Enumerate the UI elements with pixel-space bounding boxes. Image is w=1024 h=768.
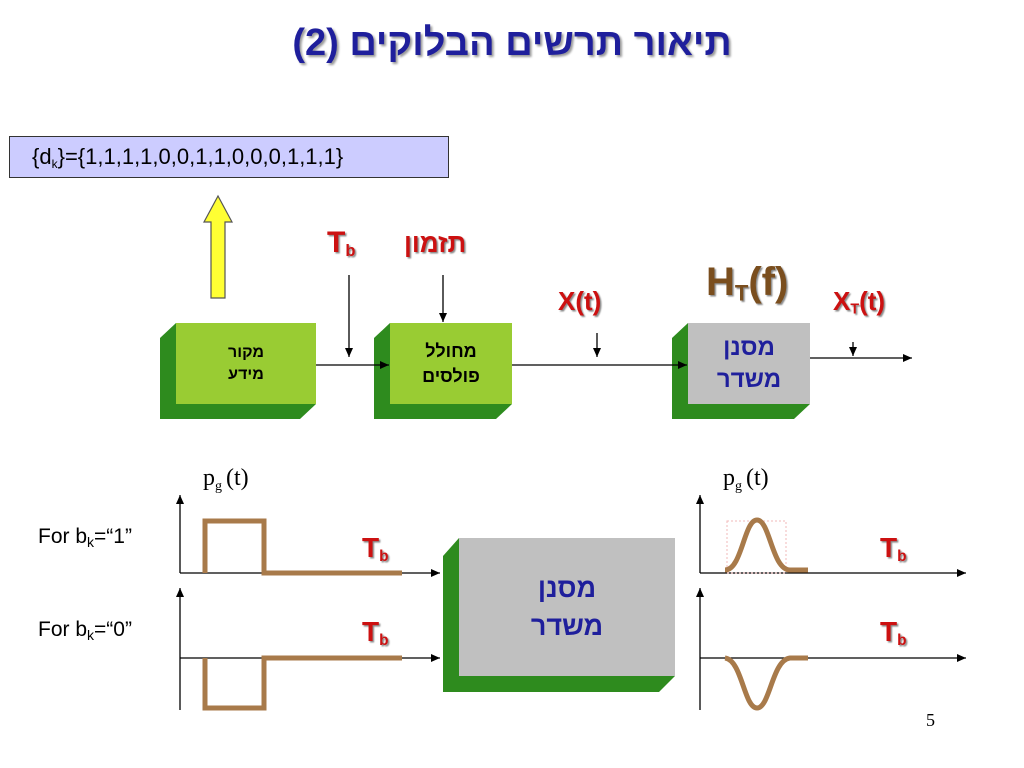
- xtt-rest: (t): [859, 286, 886, 316]
- sequence-box: {dk}={1,1,1,1,0,0,1,1,0,0,0,1,1,1}: [9, 136, 449, 178]
- pulse-gen-line2: פולסים: [422, 365, 480, 386]
- tx-filter-line2: משדר: [716, 365, 782, 393]
- ht-main: H: [706, 260, 735, 304]
- pulse-generator-block: מחולל פולסים: [390, 323, 512, 404]
- sequence-values: }={1,1,1,1,0,0,1,1,0,0,0,1,1,1}: [57, 144, 344, 169]
- xtt-sub: T: [850, 301, 860, 318]
- pg-left-rest: (t): [226, 465, 249, 491]
- pulse-generator-block-shape: [374, 323, 512, 419]
- for0-sub: k: [87, 627, 95, 643]
- tb-lu-sub: b: [379, 547, 389, 565]
- tb-lu-main: T: [362, 532, 380, 563]
- tb-ll-main: T: [362, 616, 380, 647]
- page-title: תיאור תרשים הבלוקים (2): [292, 22, 732, 64]
- rect-pulse-zero: [202, 655, 402, 711]
- tb-label-right-lower: Tb: [880, 616, 907, 650]
- pg-right-sub: g: [735, 479, 742, 494]
- source-block: מקור מידע: [176, 323, 316, 404]
- sequence-subscript: k: [51, 157, 58, 171]
- rect-pulse-one: [202, 518, 402, 576]
- right-lower-axes: [696, 588, 966, 710]
- timing-label: תזמון: [404, 228, 467, 258]
- tb-label-left-lower: Tb: [362, 616, 389, 650]
- tx-filter-block: מסנן משדר: [688, 323, 810, 404]
- lower-tx-filter-block-shape: [443, 538, 675, 692]
- ht-label: HT(f): [706, 260, 788, 307]
- for1-rest: =“1”: [94, 525, 132, 548]
- pg-left-sub: g: [215, 479, 222, 494]
- pg-label-left: pg (t): [203, 465, 249, 495]
- tb-label-left-upper: Tb: [362, 532, 389, 566]
- lower-tx-filter-line1: מסנן: [537, 573, 597, 603]
- source-line1: מקור: [228, 343, 264, 361]
- right-upper-axes: [696, 495, 966, 577]
- tb-ru-sub: b: [897, 547, 907, 565]
- ht-rest: (f): [748, 260, 789, 304]
- for1-sub: k: [87, 534, 95, 550]
- tb-ll-sub: b: [379, 631, 389, 649]
- source-line2: מידע: [228, 365, 264, 383]
- pg-right-rest: (t): [746, 465, 769, 491]
- for-bk-zero-label: For bk=“0”: [38, 618, 132, 643]
- lower-tx-filter-block: מסנן משדר: [459, 538, 675, 676]
- ht-sub: T: [734, 280, 749, 306]
- lower-tx-filter-line2: משדר: [530, 611, 604, 641]
- source-block-shape: [160, 323, 316, 419]
- tb-top-sub: b: [345, 242, 356, 261]
- tb-label-top: Tb: [327, 226, 355, 261]
- page-number: 5: [926, 710, 935, 730]
- pulse-gen-line1: מחולל: [425, 340, 477, 361]
- for1-prefix: For b: [38, 525, 88, 548]
- tx-filter-line1: מסנן: [723, 333, 775, 361]
- tb-label-right-upper: Tb: [880, 532, 907, 566]
- left-lower-axes: [176, 588, 440, 710]
- for-bk-one-label: For bk=“1”: [38, 525, 132, 550]
- xt-label: X(t): [558, 286, 602, 316]
- shaped-pulse-zero: [724, 655, 808, 711]
- tx-filter-block-shape: [672, 323, 810, 419]
- xtt-label: XT(t): [833, 286, 885, 318]
- tb-rl-main: T: [880, 616, 898, 647]
- for0-prefix: For b: [38, 618, 88, 641]
- yellow-up-arrow: [202, 194, 234, 299]
- tb-top-main: T: [327, 226, 346, 259]
- sequence-prefix: {d: [32, 144, 52, 169]
- pg-left-p: p: [203, 465, 215, 491]
- pg-label-right: pg (t): [723, 465, 769, 495]
- left-upper-axes: [176, 495, 440, 577]
- for0-rest: =“0”: [94, 618, 132, 641]
- pg-right-p: p: [723, 465, 735, 491]
- shaped-pulse-one: [724, 517, 808, 573]
- tb-ru-main: T: [880, 532, 898, 563]
- xtt-main: X: [833, 286, 851, 316]
- tb-rl-sub: b: [897, 631, 907, 649]
